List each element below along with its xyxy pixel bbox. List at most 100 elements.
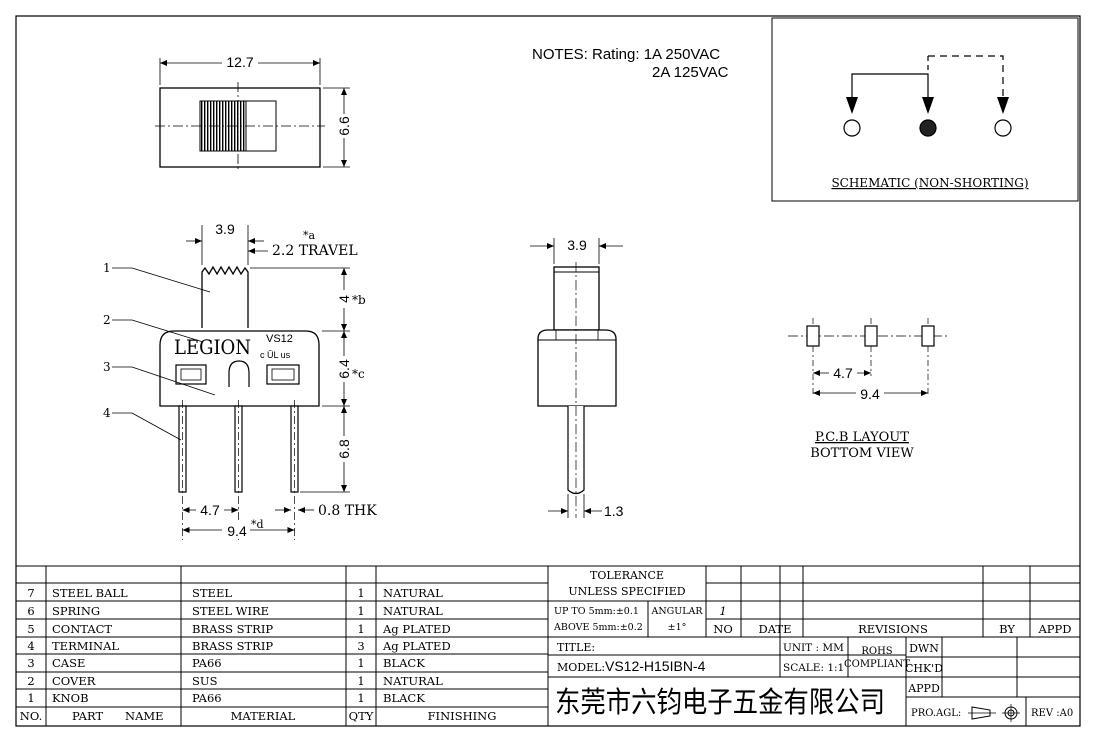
dwn-label: DWN	[909, 642, 939, 655]
revisions-no: NO	[713, 622, 733, 636]
scale-label: SCALE: 1:1	[783, 662, 844, 674]
side-knob	[553, 266, 600, 331]
front-note-c: *c	[352, 367, 365, 381]
bom-header-qty: QTY	[349, 709, 374, 723]
projection-symbol-icon	[968, 704, 1020, 722]
bom-material: STEEL WIRE	[192, 604, 269, 618]
front-pin-length-dim: 6.8	[336, 439, 352, 459]
revisions-block: 1 NO DATE REVISIONS BY APPD	[713, 604, 1071, 636]
bom-no: 7	[27, 586, 34, 600]
schematic-terminal-left	[843, 119, 861, 137]
front-knob-height-dim: 4	[336, 295, 352, 303]
side-pin-dim: 1.3	[604, 503, 624, 519]
bom-finishing: Ag PLATED	[382, 622, 451, 636]
bom-qty: 1	[357, 586, 364, 600]
bom-finishing: NATURAL	[383, 604, 443, 618]
schematic-terminal-common	[919, 119, 937, 137]
bom-part: CONTACT	[52, 622, 112, 636]
bom-no: 2	[27, 674, 34, 688]
bom-finishing: Ag PLATED	[382, 639, 451, 653]
bom-finishing: NATURAL	[383, 586, 443, 600]
company-name: 东莞市六钧电子五金有限公司	[555, 685, 885, 719]
bom-part: COVER	[52, 674, 96, 688]
title-block-grid	[16, 565, 1080, 726]
bom-no: 3	[27, 656, 34, 670]
table-row: 5 CONTACT BRASS STRIP 1 Ag PLATED	[27, 622, 450, 636]
revision-code: REV :A0	[1031, 708, 1073, 719]
callout-4: 4	[103, 406, 111, 420]
bom-material: PA66	[192, 691, 222, 705]
pcb-title: P.C.B LAYOUT	[815, 430, 909, 445]
bom-qty: 3	[357, 639, 364, 653]
revisions-title: REVISIONS	[858, 622, 928, 636]
side-body	[537, 329, 617, 407]
bom-qty: 1	[357, 604, 364, 618]
schematic-frame	[771, 17, 1079, 202]
pcb-subtitle: BOTTOM VIEW	[810, 446, 914, 461]
bom-part: STEEL BALL	[52, 586, 128, 600]
front-note-a: *a	[303, 229, 316, 242]
callout-2: 2	[103, 313, 111, 327]
side-width-dim: 3.9	[567, 237, 587, 253]
table-row: 1 KNOB PA66 1 BLACK	[27, 691, 425, 705]
front-body	[159, 330, 320, 407]
front-note-b: *b	[352, 293, 366, 307]
table-row: 3 CASE PA66 1 BLACK	[27, 656, 425, 670]
front-model-mark: VS12	[266, 333, 293, 345]
table-row: 2 COVER SUS 1 NATURAL	[27, 674, 443, 688]
front-pitch-dim: 4.7	[200, 502, 220, 518]
front-travel-dim: 2.2 TRAVEL	[272, 243, 358, 259]
table-row: 6 SPRING STEEL WIRE 1 NATURAL	[27, 604, 443, 618]
bom-table: 7 STEEL BALL STEEL 1 NATURAL 6 SPRING ST…	[20, 586, 497, 723]
bom-material: SUS	[192, 674, 218, 688]
top-width-dim: 12.7	[226, 54, 253, 70]
notes-line2: 2A 125VAC	[652, 64, 729, 81]
bom-part: TERMINAL	[52, 639, 119, 653]
tolerance-above: ABOVE 5mm:±0.2	[553, 622, 643, 633]
table-row: 4 TERMINAL BRASS STRIP 3 Ag PLATED	[27, 639, 450, 653]
bom-part: KNOB	[52, 691, 89, 705]
revision-first-no: 1	[719, 604, 726, 618]
pcb-pad-middle	[864, 325, 878, 347]
side-view: 3.9 1.3	[530, 237, 624, 519]
bom-part: CASE	[52, 656, 85, 670]
chkd-label: CHK'D	[905, 662, 943, 675]
tolerance-angular-value: ±1°	[668, 622, 687, 633]
schematic-terminal-right	[994, 119, 1012, 137]
projection-angle-label: PRO.AGL:	[911, 708, 961, 719]
bom-material: BRASS STRIP	[192, 639, 273, 653]
pcb-pad-left	[806, 325, 820, 347]
bom-qty: 1	[357, 691, 364, 705]
pcb-pitch-dim: 4.7	[833, 365, 853, 381]
bom-no: 4	[27, 639, 34, 653]
revisions-appd: APPD	[1037, 622, 1071, 636]
bom-no: 1	[27, 691, 34, 705]
bom-header-name: NAME	[125, 709, 164, 723]
tolerance-subtitle: UNLESS SPECIFIED	[568, 585, 685, 598]
front-knob-width-dim: 3.9	[215, 221, 235, 237]
model-label: MODEL:	[557, 661, 605, 674]
tolerance-up-to: UP TO 5mm:±0.1	[554, 606, 639, 617]
bom-finishing: BLACK	[383, 656, 425, 670]
front-thickness-dim: 0.8 THK	[318, 503, 377, 519]
bom-material: STEEL	[192, 586, 232, 600]
bom-part: SPRING	[52, 604, 100, 618]
bom-header-finishing: FINISHING	[428, 709, 497, 723]
bom-no: 6	[27, 604, 34, 618]
front-brand: LEGION	[174, 336, 251, 359]
schematic: SCHEMATIC (NON-SHORTING)	[771, 17, 1079, 202]
bom-finishing: BLACK	[383, 691, 425, 705]
notes-line1: NOTES: Rating: 1A 250VAC	[532, 46, 720, 63]
rohs-label: ROHS	[861, 646, 892, 657]
bom-header-no: NO.	[20, 709, 42, 723]
unit-label: UNIT : MM	[783, 642, 844, 654]
title-block: TITLE: MODEL: VS12-H15IBN-4 UNIT : MM SC…	[555, 641, 1073, 722]
front-body-height-dim: 6.4	[336, 359, 352, 379]
pcb-pad-right	[921, 325, 935, 347]
pcb-layout: 4.7 9.4 P.C.B LAYOUT BOTTOM VIEW	[788, 318, 948, 461]
bom-material: BRASS STRIP	[192, 622, 273, 636]
bom-qty: 1	[357, 656, 364, 670]
tolerance-angular-label: ANGULAR	[650, 606, 703, 617]
revisions-by: BY	[999, 622, 1015, 636]
